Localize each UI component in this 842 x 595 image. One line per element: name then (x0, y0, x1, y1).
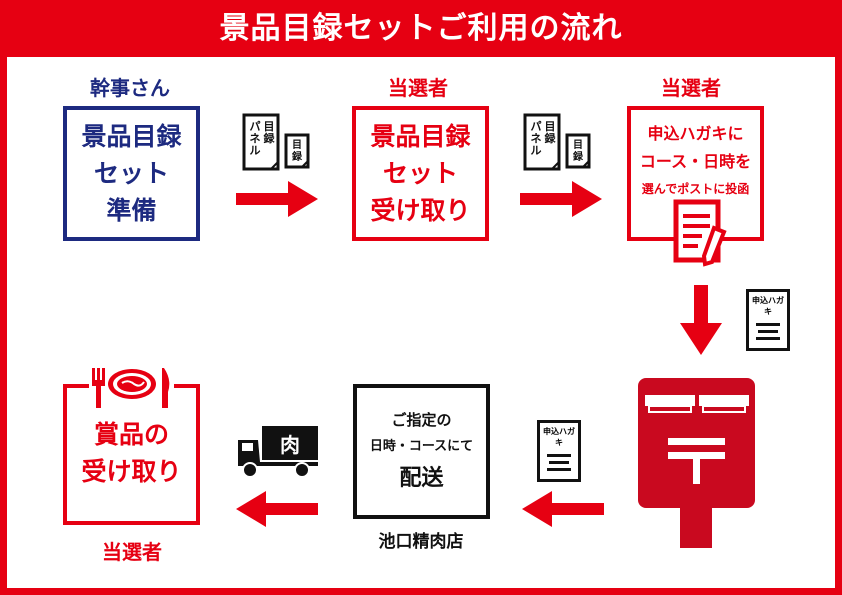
step-receive-line-2: セット (382, 159, 458, 188)
svg-text:ル: ル (531, 144, 542, 157)
svg-text:目: 目 (573, 139, 583, 151)
svg-text:録: 録 (264, 131, 276, 145)
postcard-label-2: 申込ハガキ (543, 427, 575, 447)
catalog-panel-icon: 目 録 パ ネ ル 目 録 (242, 113, 310, 171)
svg-text:パ: パ (250, 120, 261, 133)
postcard-label: 申込ハガキ (752, 296, 784, 316)
truck-label: 肉 (280, 433, 300, 457)
step-prepare-line-3: 準備 (106, 196, 157, 225)
step-receive-line-1: 景品目録 (370, 122, 471, 151)
meat-plate-icon (92, 368, 170, 408)
svg-text:目: 目 (545, 120, 556, 133)
role-winner-prize: 当選者 (102, 540, 162, 564)
step-apply-line-1: 申込ハガキに (647, 124, 744, 143)
arrow-left-icon (522, 491, 604, 527)
svg-text:目: 目 (292, 139, 302, 151)
step-receive-set-box: 景品目録 セット 受け取り (352, 106, 489, 241)
step-delivery-line-1: ご指定の (391, 411, 452, 429)
role-organizer: 幹事さん (90, 76, 170, 100)
arrow-left-icon-2 (236, 491, 318, 527)
svg-text:ネ: ネ (531, 132, 542, 145)
svg-text:録: 録 (545, 131, 557, 145)
step-apply-box: 申込ハガキに コース・日時を 選んでポストに投函 (627, 106, 764, 241)
arrow-down-icon (680, 285, 722, 355)
step-delivery-line-3: 配送 (399, 466, 444, 491)
role-winner-apply: 当選者 (661, 76, 721, 100)
svg-text:録: 録 (573, 150, 584, 163)
svg-text:録: 録 (292, 150, 303, 163)
page-title: 景品目録セットご利用の流れ (0, 0, 842, 57)
catalog-panel-icon-2: 目 録 パ ネ ル 目 録 (523, 113, 591, 171)
document-pen-icon (673, 199, 727, 267)
shop-name: 池口精肉店 (378, 532, 464, 552)
postcard-icon: 申込ハガキ (746, 289, 790, 351)
arrow-right-icon-2 (520, 181, 602, 217)
svg-text:パ: パ (531, 120, 542, 133)
step-prepare-line-2: セット (93, 159, 169, 188)
step-prize-box: 賞品の 受け取り (67, 405, 196, 501)
step-prize-line-1: 賞品の (93, 420, 169, 449)
step-delivery-line-2: 日時・コースにて (369, 439, 474, 454)
step-apply-line-3: 選んでポストに投函 (641, 182, 750, 196)
step-prepare-box: 景品目録 セット 準備 (63, 106, 200, 241)
svg-text:目: 目 (264, 120, 275, 133)
step-prize-frame (63, 384, 200, 525)
step-prepare-line-1: 景品目録 (81, 122, 182, 151)
svg-text:ネ: ネ (250, 132, 261, 145)
postbox-icon (638, 378, 755, 548)
step-delivery-box: ご指定の 日時・コースにて 配送 (353, 384, 490, 519)
truck-icon: 肉 (238, 426, 318, 478)
postcard-icon-2: 申込ハガキ (537, 420, 581, 482)
svg-text:ル: ル (250, 144, 261, 157)
step-receive-line-3: 受け取り (370, 196, 471, 225)
step-apply-line-2: コース・日時を (639, 152, 752, 171)
step-prize-line-2: 受け取り (81, 457, 182, 486)
role-winner-receive: 当選者 (388, 76, 448, 100)
arrow-right-icon (236, 181, 318, 217)
